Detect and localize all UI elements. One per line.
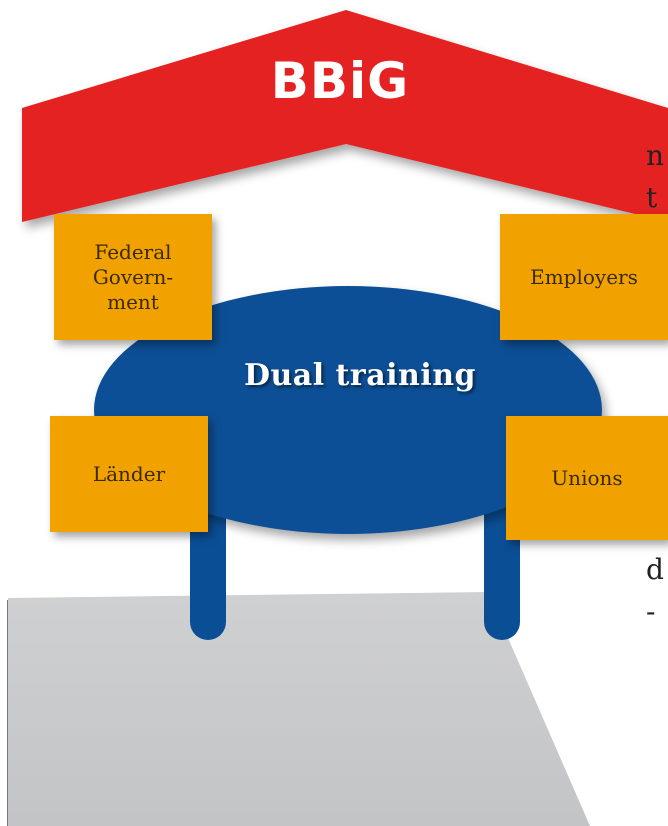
floor-slab xyxy=(8,592,590,826)
stakeholder-laender-label: Länder xyxy=(92,461,166,486)
roof-bbig xyxy=(22,10,668,222)
cropped-text-fragment: d xyxy=(646,553,664,586)
stakeholder-employers-label: Employers xyxy=(530,264,638,289)
stakeholder-federal-label: Federal Govern- ment xyxy=(92,239,174,314)
cropped-text-fragment: n xyxy=(646,139,665,172)
stakeholder-laender: Länder xyxy=(50,416,208,532)
cropped-text-fragment: - xyxy=(646,595,656,628)
stakeholder-unions-label: Unions xyxy=(551,465,623,490)
stakeholder-federal-government: Federal Govern- ment xyxy=(54,214,212,340)
stakeholder-unions: Unions xyxy=(506,416,668,540)
table-top-dual-training xyxy=(94,286,602,534)
cropped-text-fragment: t xyxy=(646,181,658,214)
table-label-dual-training: Dual training xyxy=(243,358,477,393)
roof-label-bbig: BBiG xyxy=(270,52,410,110)
stakeholder-employers: Employers xyxy=(500,214,668,340)
